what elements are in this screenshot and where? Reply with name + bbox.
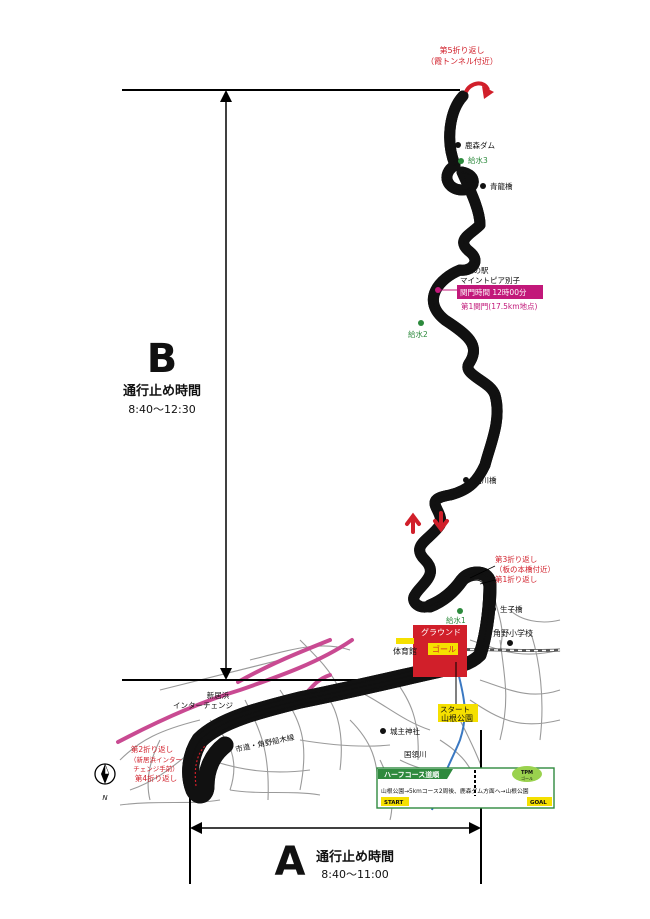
start-label-1: スタート — [440, 705, 470, 714]
turnaround-3-leader — [469, 565, 496, 579]
turnaround-5-label-1: 第5折り返し — [439, 45, 484, 55]
goal-label: ゴール — [432, 644, 456, 654]
legend-start: START — [384, 800, 404, 806]
zone-a-title: 通行止め時間 — [316, 849, 394, 865]
checkpoint-badge — [457, 285, 543, 299]
gymnasium-label: 体育館 — [393, 646, 417, 656]
aoryu-bridge-label: 青龍橋 — [490, 181, 513, 191]
turnaround-2-label-3: チェンジ手前） — [133, 764, 179, 773]
turnaround-3-label-1: 第3折り返し — [495, 554, 537, 564]
michinoeki-label-1: 道の駅 — [466, 265, 489, 275]
turnaround-2-label-1: 第2折り返し — [131, 744, 173, 754]
direction-up-arrow — [405, 512, 421, 534]
landmark-dots — [380, 142, 513, 734]
turnaround-1-label: 第1折り返し — [495, 574, 537, 584]
zone-b-bracket — [122, 89, 460, 681]
zone-a-letter: A — [275, 839, 306, 885]
compass-icon — [94, 763, 116, 785]
direction-down-arrow — [433, 511, 449, 533]
legend-goal: GOAL — [530, 800, 547, 806]
ikiko-bridge-label: 生子橋 — [500, 604, 523, 614]
water-dots — [418, 158, 464, 614]
compass-north-label: N — [102, 794, 108, 802]
shrine-label: 城主神社 — [390, 726, 420, 736]
school-label: 角野小学校 — [493, 628, 533, 638]
legend-route: 山根公園→5kmコース2周後、鹿森ダム方面へ→山根公園 — [381, 787, 529, 795]
checkpoint-time-label: 関門時間 12時00分 — [460, 288, 527, 297]
turnaround-1-leader — [479, 579, 496, 585]
turnaround-5-icon — [464, 81, 490, 93]
checkpoint-gate-label: 第1関門(17.5km地点) — [461, 301, 538, 311]
tatsukawa-bridge-label: 龍川橋 — [474, 475, 497, 485]
gymnasium-box — [396, 638, 414, 644]
water-2-label: 給水2 — [408, 329, 428, 339]
course-route — [191, 90, 498, 795]
turnaround-5-label-2: （霞トンネル付近） — [426, 56, 498, 66]
dam-label: 鹿森ダム — [465, 140, 495, 150]
zone-b-time: 8:40〜12:30 — [128, 403, 195, 416]
zone-b-title: 通行止め時間 — [123, 383, 201, 399]
turnaround-2-label-2: （新居浜インター — [130, 755, 182, 764]
legend-badge: TPM — [521, 770, 533, 776]
water-3-label: 給水3 — [468, 155, 488, 165]
turnaround-5-arrowhead — [482, 86, 494, 99]
zone-b-letter: B — [147, 336, 178, 382]
legend-badge-sub: ゴール — [521, 775, 533, 781]
legend-panel — [376, 766, 555, 809]
water-1-label: 給水1 — [446, 615, 466, 625]
interchange-label-2: インターチェンジ — [173, 701, 233, 710]
turnaround-4-label: 第4折り返し — [135, 773, 177, 783]
goal-box — [428, 643, 458, 655]
michinoeki-label-2: マイントピア別子 — [460, 276, 520, 285]
ground-label: グラウンド — [421, 627, 461, 637]
interchange-label-1: 新居浜 — [207, 690, 230, 700]
turnaround-3-label-2: （板の本橋付近） — [495, 564, 555, 574]
river-label: 国領川 — [404, 749, 427, 759]
start-label-2: 山根公園 — [441, 713, 473, 723]
start-box — [438, 704, 478, 722]
legend-title: ハーフコース道順 — [384, 770, 440, 779]
zone-a-time: 8:40〜11:00 — [321, 868, 388, 881]
